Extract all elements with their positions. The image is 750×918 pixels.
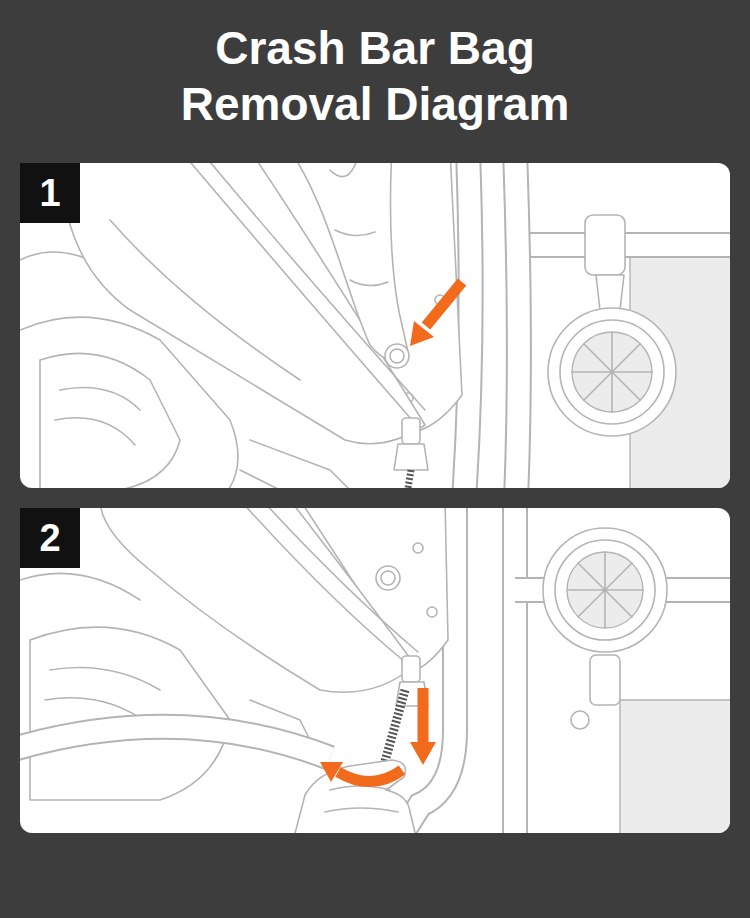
pointing-finger [290, 163, 408, 361]
twist-arrow-head [320, 762, 343, 782]
screw [413, 543, 423, 553]
engine-detail [20, 573, 160, 725]
light-stem [596, 275, 624, 310]
engine-cover [30, 627, 230, 800]
crash-bar-tube [20, 727, 330, 758]
zipper-cord [384, 690, 405, 765]
crash-bar-tube [464, 163, 471, 488]
step-number: 1 [39, 174, 60, 212]
fog-light-pattern [572, 332, 652, 412]
fog-light-lens [567, 552, 643, 628]
step-two-illustration [20, 508, 730, 833]
engine-cover [40, 353, 180, 488]
finger-knuckles [330, 163, 388, 286]
fog-light-pattern [567, 552, 643, 628]
fog-light [548, 308, 676, 436]
zipper-pull-tab [394, 444, 428, 470]
pull-arrow-shaft [418, 688, 429, 745]
press-arrow-shaft [426, 282, 462, 326]
crash-bar-tube [515, 163, 519, 488]
release-button-ring [381, 571, 395, 585]
fog-light-rim [560, 320, 664, 424]
crash-bar-tube [502, 508, 528, 833]
screw [427, 607, 437, 617]
crash-bar-tube [504, 508, 526, 833]
crash-bar-tube [515, 163, 519, 488]
release-button [376, 566, 400, 590]
step-one-illustration [20, 163, 730, 488]
zipper-cord [406, 470, 411, 488]
fog-light-rim [555, 540, 655, 640]
bolt [571, 711, 589, 729]
bag-zipper-seam [240, 508, 418, 662]
crash-bar-bag [100, 508, 415, 692]
hand-fingers [325, 786, 398, 812]
crash-bar-tube [20, 727, 330, 758]
pull-arrow-head [410, 742, 436, 765]
frame-detail [240, 440, 360, 488]
crash-bar-bag [60, 163, 425, 444]
release-button-ring [390, 349, 404, 363]
bag-crease [110, 220, 300, 380]
light-mount [590, 655, 620, 705]
step-number-badge: 2 [20, 508, 80, 568]
bag-zipper-seam [180, 163, 425, 420]
twist-arrow-shaft [338, 770, 402, 782]
zipper-slider [402, 656, 420, 682]
step-number-badge: 1 [20, 163, 80, 223]
crash-bar-tube [464, 163, 471, 488]
radiator-grille [620, 700, 730, 833]
step-number: 2 [39, 519, 60, 557]
light-clamp [585, 215, 625, 275]
fog-light [543, 528, 667, 652]
release-button [385, 344, 409, 368]
press-arrow-head [410, 321, 434, 346]
fog-light-lens [572, 332, 652, 412]
zipper-slider [402, 418, 420, 444]
gripping-hand [292, 760, 418, 833]
diagram-title: Crash Bar Bag Removal Diagram [155, 20, 595, 132]
